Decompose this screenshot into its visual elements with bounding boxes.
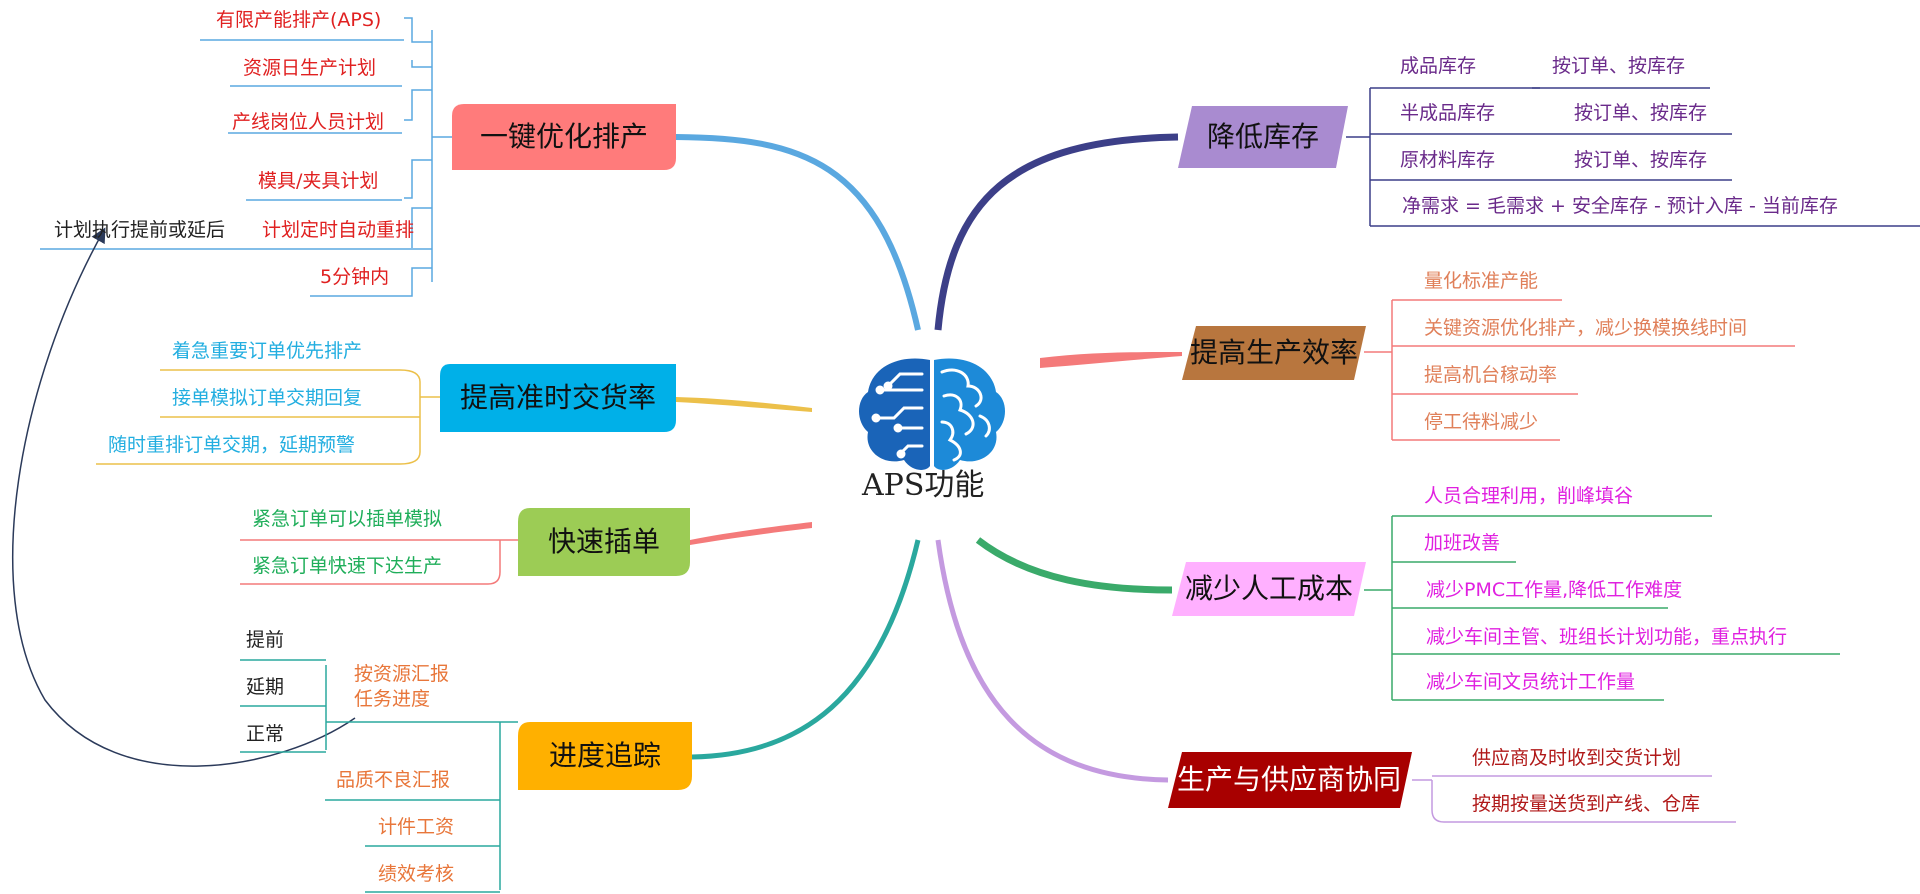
connector-inventory — [934, 133, 1179, 331]
connector-progress — [691, 539, 921, 760]
supplier-bracket — [1412, 775, 1736, 823]
ontime-item: 接单模拟订单交期回复 — [172, 387, 363, 409]
optimize-item: 有限产能排产(APS) — [216, 9, 382, 31]
progress-report-line2: 任务进度 — [354, 688, 431, 710]
branch-inventory[interactable]: 降低库存 — [1206, 120, 1319, 153]
branch-ontime[interactable]: 提高准时交货率 — [459, 381, 656, 414]
center-label: APS功能 — [862, 468, 985, 503]
connector-ontime — [676, 397, 812, 412]
optimize-bracket — [40, 17, 452, 297]
efficiency-bracket — [1364, 299, 1795, 441]
labor-bracket — [1364, 515, 1840, 701]
inventory-sub: 按订单、按库存 — [1574, 102, 1708, 124]
progress-state: 延期 — [246, 676, 285, 698]
connector-labor — [975, 537, 1173, 594]
labor-item: 减少车间文员统计工作量 — [1426, 671, 1636, 693]
connector-optimize — [675, 134, 921, 331]
optimize-item: 5分钟内 — [320, 266, 390, 288]
branch-shape-efficiency — [1182, 326, 1366, 380]
branch-shape-inventory — [1178, 106, 1348, 168]
brain-circuit-icon — [859, 358, 1005, 470]
inventory-item: 半成品库存 — [1400, 102, 1496, 124]
insert-item: 紧急订单快速下达生产 — [252, 555, 443, 577]
inventory-item: 成品库存 — [1400, 55, 1477, 77]
branch-efficiency[interactable]: 提高生产效率 — [1189, 336, 1358, 369]
optimize-item: 模具/夹具计划 — [258, 170, 379, 192]
branch-insert[interactable]: 快速插单 — [547, 525, 660, 558]
optimize-note: 计划执行提前或延后 — [54, 219, 226, 241]
progress-bracket — [325, 721, 518, 893]
efficiency-item: 关键资源优化排产，减少换模换线时间 — [1424, 317, 1748, 339]
progress-state: 提前 — [246, 629, 285, 651]
ontime-item: 随时重排订单交期，延期预警 — [108, 434, 356, 456]
connector-efficiency — [1040, 352, 1182, 368]
optimize-item: 计划定时自动重排 — [262, 219, 415, 241]
branch-shape-ontime — [440, 364, 676, 432]
progress-item: 绩效考核 — [378, 863, 455, 885]
labor-item: 减少车间主管、班组长计划功能，重点执行 — [1426, 626, 1788, 648]
efficiency-item: 停工待料减少 — [1424, 411, 1539, 433]
inventory-sub: 按订单、按库存 — [1552, 55, 1686, 77]
labor-item: 人员合理利用，削峰填谷 — [1424, 485, 1634, 507]
inventory-formula: 净需求 = 毛需求 + 安全库存 - 预计入库 - 当前库存 — [1402, 195, 1838, 217]
branch-optimize[interactable]: 一键优化排产 — [479, 120, 648, 153]
supplier-item: 按期按量送货到产线、仓库 — [1472, 793, 1701, 815]
connector-supplier — [935, 539, 1169, 783]
labor-item: 减少PMC工作量,降低工作难度 — [1426, 579, 1683, 601]
progress-item: 计件工资 — [378, 816, 455, 838]
ontime-bracket — [96, 369, 440, 465]
branch-supplier[interactable]: 生产与供应商协同 — [1176, 763, 1401, 796]
connector-insert — [690, 522, 812, 545]
branch-labor[interactable]: 减少人工成本 — [1184, 572, 1353, 605]
efficiency-item: 量化标准产能 — [1424, 270, 1539, 292]
optimize-item: 资源日生产计划 — [243, 57, 377, 79]
optimize-item: 产线岗位人员计划 — [232, 111, 385, 133]
supplier-item: 供应商及时收到交货计划 — [1472, 747, 1682, 769]
progress-item: 品质不良汇报 — [336, 769, 451, 791]
branch-progress[interactable]: 进度追踪 — [548, 739, 661, 772]
progress-report-bracket — [240, 659, 336, 753]
efficiency-item: 提高机台稼动率 — [1424, 364, 1558, 386]
inventory-item: 原材料库存 — [1400, 149, 1496, 171]
progress-report-line1: 按资源汇报 — [354, 663, 450, 685]
ontime-item: 着急重要订单优先排产 — [172, 340, 363, 362]
branch-shape-labor — [1172, 562, 1366, 616]
branch-shape-insert — [518, 508, 690, 576]
labor-item: 加班改善 — [1424, 532, 1501, 554]
branch-shape-supplier — [1168, 752, 1412, 808]
branch-shape-progress — [518, 722, 692, 790]
inventory-sub: 按订单、按库存 — [1574, 149, 1708, 171]
feedback-arc — [11, 227, 356, 767]
progress-state: 正常 — [246, 723, 285, 745]
branch-shape-optimize — [452, 104, 676, 170]
inventory-bracket — [1346, 87, 1920, 227]
insert-bracket — [240, 539, 518, 585]
insert-item: 紧急订单可以插单模拟 — [252, 508, 443, 530]
